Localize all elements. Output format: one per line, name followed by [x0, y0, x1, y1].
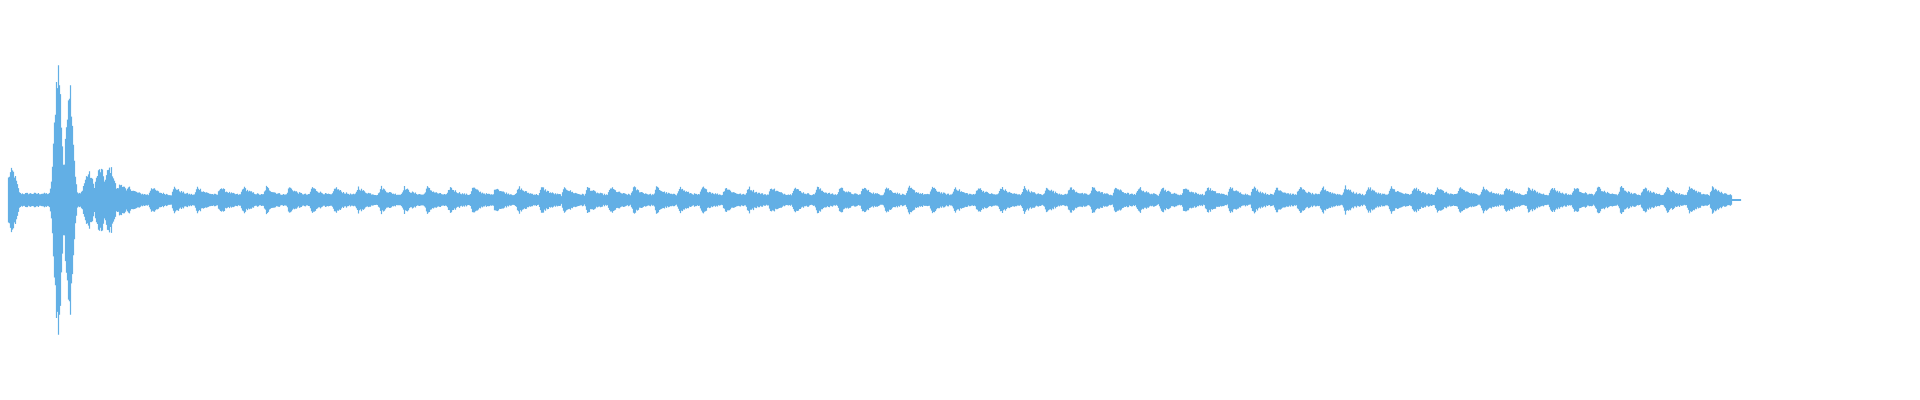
waveform-samples — [7, 65, 1742, 335]
